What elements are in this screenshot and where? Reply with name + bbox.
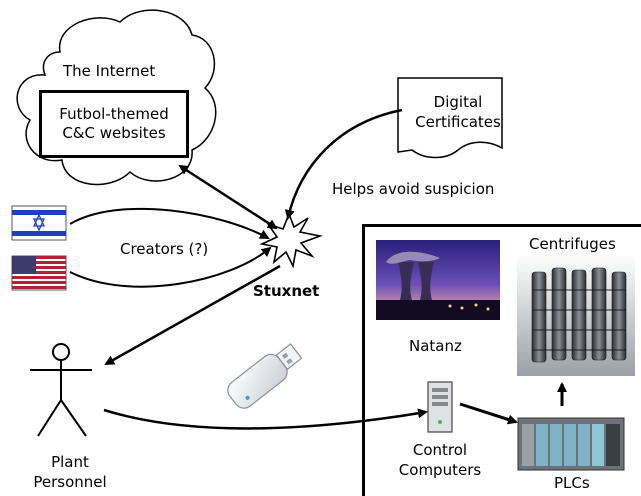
- personnel-label: Plant Personnel: [30, 452, 110, 492]
- control-computers-label: Control Computers: [398, 440, 482, 480]
- plant-personnel-figure-icon: [30, 343, 92, 437]
- arrow-certificates-stuxnet: [284, 108, 403, 220]
- control-line2: Computers: [398, 461, 482, 479]
- arrow-cnc-stuxnet: [178, 164, 278, 230]
- natanz-label: Natanz: [409, 337, 462, 355]
- israel-flag-icon: [11, 205, 67, 241]
- usa-flag-icon: [11, 255, 67, 291]
- cnc-line1: Futbol-themed: [59, 105, 169, 123]
- arrow-usa-stuxnet: [69, 246, 272, 288]
- stuxnet-label: Stuxnet: [253, 282, 320, 300]
- certificates-caption: Helps avoid suspicion: [332, 180, 495, 198]
- certificates-line1: Digital: [433, 93, 483, 111]
- certificates-line2: Certificates: [415, 113, 501, 131]
- creators-label: Creators (?): [120, 240, 209, 258]
- internet-label: The Internet: [63, 62, 156, 80]
- stuxnet-burst-icon: [259, 211, 323, 269]
- usb-drive-icon: [227, 343, 303, 409]
- certificates-label: Digital Certificates: [412, 92, 504, 132]
- centrifuges-label: Centrifuges: [529, 235, 616, 253]
- arrow-israel-stuxnet: [69, 207, 270, 239]
- control-line1: Control: [412, 441, 468, 459]
- cnc-line2: C&C websites: [62, 124, 166, 142]
- arrow-stuxnet-personnel: [104, 264, 281, 366]
- personnel-line1: Plant: [51, 453, 89, 471]
- certificate-document: [397, 77, 503, 159]
- cnc-websites-box: Futbol-themed C&C websites: [39, 90, 189, 158]
- plcs-label: PLCs: [554, 474, 590, 492]
- personnel-line2: Personnel: [33, 473, 107, 491]
